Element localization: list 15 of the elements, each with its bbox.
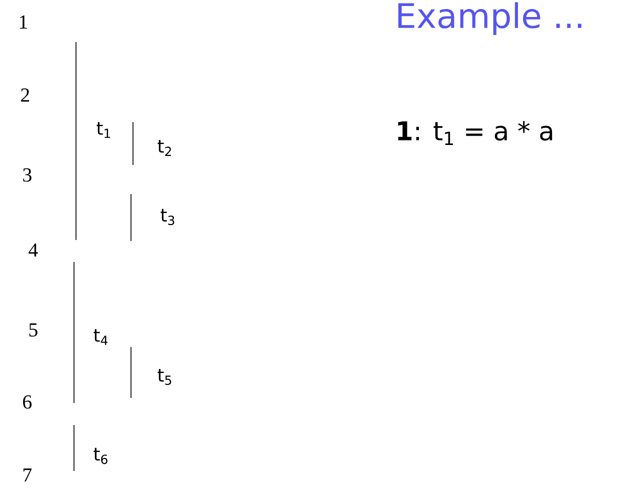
interval-label: t$_{4}$	[94, 329, 108, 345]
row-number: 4	[28, 243, 38, 257]
row-number: 6	[23, 395, 32, 409]
row-number: 7	[24, 468, 32, 482]
equation: 1: t$_{1}$ = a * a	[398, 121, 552, 145]
row-number: 5	[29, 323, 38, 337]
interval-label: t$_{6}$	[94, 448, 108, 464]
interval-label: t$_{3}$	[160, 208, 174, 226]
row-number: 2	[21, 88, 30, 102]
row-number: 3	[23, 168, 32, 182]
interval-label: t$_{2}$	[158, 140, 171, 156]
title: Example ...	[398, 2, 582, 35]
interval-label: t$_{5}$	[158, 369, 172, 385]
interval-label: t$_{1}$	[96, 122, 110, 138]
row-number: 1	[20, 15, 27, 29]
